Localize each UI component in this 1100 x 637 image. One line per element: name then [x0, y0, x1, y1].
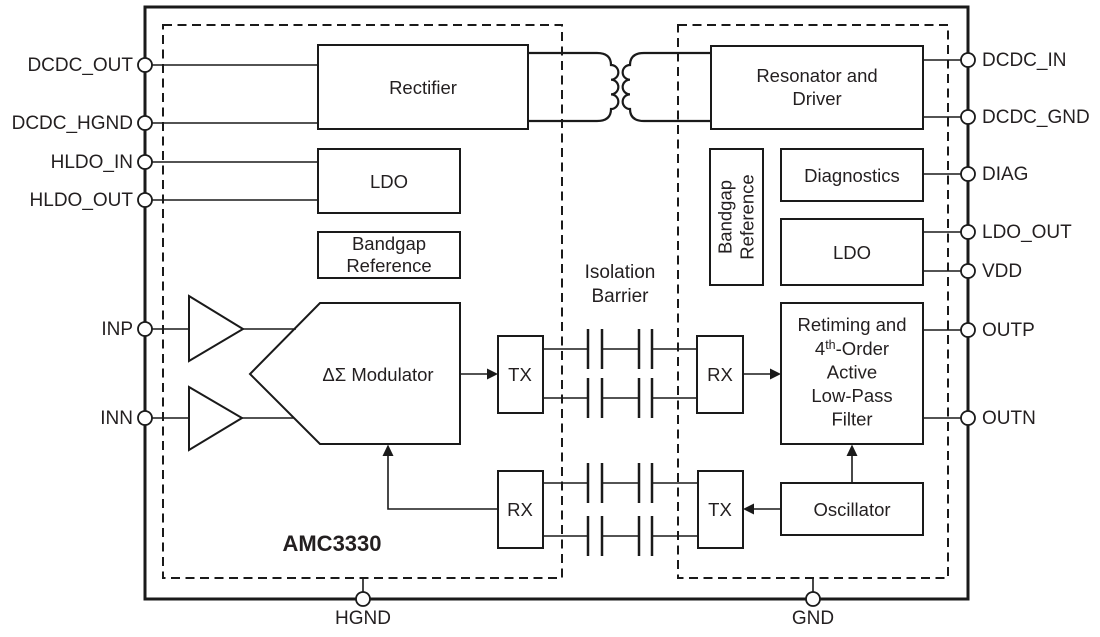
arrowhead-osc-into-filter	[846, 444, 858, 456]
pin-label-hldo-in: HLDO_IN	[51, 152, 133, 173]
arrowhead-into-tx-data	[487, 368, 498, 380]
pin-dcdc-hgnd	[137, 115, 153, 131]
wires	[145, 59, 968, 592]
isolation-barrier-label-line2: Barrier	[591, 286, 649, 307]
amp-to-modulator-wires	[242, 328, 296, 419]
arrowhead-into-filter	[770, 368, 781, 380]
filter-label-line3: Active	[827, 362, 877, 383]
pin-label-hgnd: HGND	[335, 608, 391, 629]
diagnostics-block	[780, 148, 924, 202]
pin-inn	[137, 410, 153, 426]
tx-clock-label: TX	[708, 499, 732, 520]
package-outline	[143, 5, 970, 601]
arrowhead-into-modulator	[382, 444, 394, 456]
block-labels: Rectifier LDO Bandgap Reference ΔΣ Modul…	[282, 65, 906, 556]
tx-clock-block	[697, 470, 744, 549]
pin-outp	[960, 322, 976, 338]
resonator-driver-block	[710, 45, 924, 130]
chip-name-label: AMC3330	[282, 531, 381, 556]
left-pin-wires	[145, 64, 318, 419]
bandgap-highside-label-line2: Reference	[346, 255, 431, 276]
pin-outn	[960, 410, 976, 426]
input-amp-p	[188, 294, 245, 363]
transformer	[528, 51, 711, 123]
pin-label-diag: DIAG	[982, 164, 1028, 185]
isolation-barrier-label-line1: Isolation	[585, 262, 656, 283]
pin-gnd	[805, 591, 821, 607]
pin-label-dcdc-gnd: DCDC_GND	[982, 107, 1090, 128]
ground-stub-wires	[362, 578, 814, 592]
input-amp-n	[188, 385, 244, 452]
resonator-label-line2: Driver	[792, 88, 841, 109]
filter-order-number: 4	[815, 338, 825, 359]
pins	[137, 52, 976, 607]
rectifier-block	[317, 44, 529, 130]
pin-label-dcdc-hgnd: DCDC_HGND	[12, 113, 133, 134]
pin-dcdc-gnd	[960, 109, 976, 125]
oscillator-label: Oscillator	[813, 499, 890, 520]
isolation-capacitor-plates	[586, 329, 654, 556]
pin-label-dcdc-out: DCDC_OUT	[27, 55, 133, 76]
pin-diag	[960, 166, 976, 182]
filter-label-line4: Low-Pass	[811, 385, 892, 406]
pin-dcdc-in	[960, 52, 976, 68]
ldo-lowside-label: LDO	[833, 242, 871, 263]
high-side-region-outline	[162, 24, 563, 579]
clock-channel-wires	[543, 482, 698, 537]
tx-data-block	[497, 335, 544, 414]
rectifier-label: Rectifier	[389, 77, 457, 98]
pin-label-dcdc-in: DCDC_IN	[982, 50, 1066, 71]
rx-data-label: RX	[707, 364, 733, 385]
clock-feedback-wire	[387, 456, 498, 510]
right-pin-wires	[923, 59, 968, 419]
bandgap-lowside-label-line1: Bandgap	[715, 180, 736, 254]
bandgap-lowside-block	[709, 148, 764, 286]
pin-inp	[137, 321, 153, 337]
pin-labels: DCDC_OUT DCDC_HGND HLDO_IN HLDO_OUT INP …	[12, 50, 1090, 629]
filter-label-line5: Filter	[831, 409, 872, 430]
data-channel-wires	[543, 348, 697, 399]
pin-label-hldo-out: HLDO_OUT	[30, 190, 134, 211]
resonator-label-line1: Resonator and	[756, 65, 877, 86]
pin-label-vdd: VDD	[982, 261, 1022, 282]
modulator-block	[248, 302, 461, 445]
pin-label-ldo-out: LDO_OUT	[982, 222, 1072, 243]
pin-label-inp: INP	[101, 319, 133, 340]
filter-order-superscript: th	[825, 338, 835, 352]
bandgap-highside-label-line1: Bandgap	[352, 233, 426, 254]
bandgap-highside-block	[317, 231, 461, 279]
pin-hgnd	[355, 591, 371, 607]
filter-label-line1: Retiming and	[797, 314, 906, 335]
transformer-primary-winding	[528, 51, 620, 123]
filter-block	[780, 302, 924, 445]
blocks	[188, 44, 924, 549]
modulator-label: ΔΣ Modulator	[322, 364, 433, 385]
filter-order-rest: -Order	[836, 338, 889, 359]
pin-hldo-out	[137, 192, 153, 208]
rx-data-block	[696, 335, 744, 414]
ldo-highside-label: LDO	[370, 171, 408, 192]
pin-label-outp: OUTP	[982, 320, 1035, 341]
pin-dcdc-out	[137, 57, 153, 73]
pin-ldo-out	[960, 224, 976, 240]
filter-label-line2: 4th-Order	[815, 338, 889, 359]
pin-label-gnd: GND	[792, 608, 834, 629]
ldo-highside-block	[317, 148, 461, 214]
arrowhead-into-tx-clock	[743, 503, 754, 515]
pin-vdd	[960, 263, 976, 279]
ldo-lowside-block	[780, 218, 924, 286]
oscillator-block	[780, 482, 924, 536]
tx-data-label: TX	[508, 364, 532, 385]
transformer-secondary-winding	[621, 51, 711, 123]
diagnostics-label: Diagnostics	[804, 165, 900, 186]
rx-clock-label: RX	[507, 499, 533, 520]
pin-hldo-in	[137, 154, 153, 170]
pin-label-outn: OUTN	[982, 408, 1036, 429]
bandgap-lowside-label-line2: Reference	[737, 174, 758, 259]
arrowheads	[382, 368, 858, 515]
rx-clock-block	[497, 470, 544, 549]
pin-label-inn: INN	[100, 408, 133, 429]
